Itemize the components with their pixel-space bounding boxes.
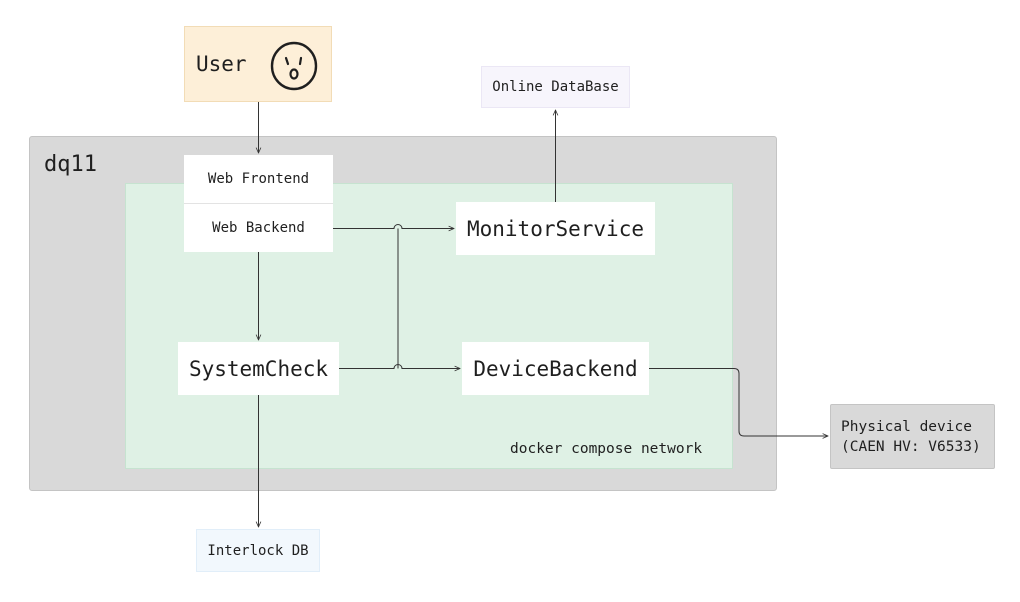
physical-device-node: Physical device (CAEN HV: V6533) <box>830 404 995 469</box>
system-check-node: SystemCheck <box>178 342 339 395</box>
user-node: User <box>184 26 332 102</box>
edge-systemcheck-to-devicebackend <box>339 364 460 369</box>
online-database-node: Online DataBase <box>481 66 630 108</box>
interlock-db-node: Interlock DB <box>196 529 320 572</box>
surprised-face-icon <box>270 41 318 91</box>
physical-device-model: (CAEN HV: V6533) <box>841 438 981 455</box>
network-label: docker compose network <box>510 441 703 457</box>
monitor-service-node: MonitorService <box>456 202 655 255</box>
physical-device-label: Physical device <box>841 418 972 435</box>
edge-devicebackend-to-physical <box>649 368 828 437</box>
web-backend-node: Web Backend <box>184 204 333 252</box>
user-label: User <box>196 52 247 76</box>
edge-backend-to-monitor <box>333 224 454 229</box>
host-label: dq11 <box>44 152 97 177</box>
web-frontend-node: Web Frontend <box>184 155 333 204</box>
device-backend-node: DeviceBackend <box>462 342 649 395</box>
